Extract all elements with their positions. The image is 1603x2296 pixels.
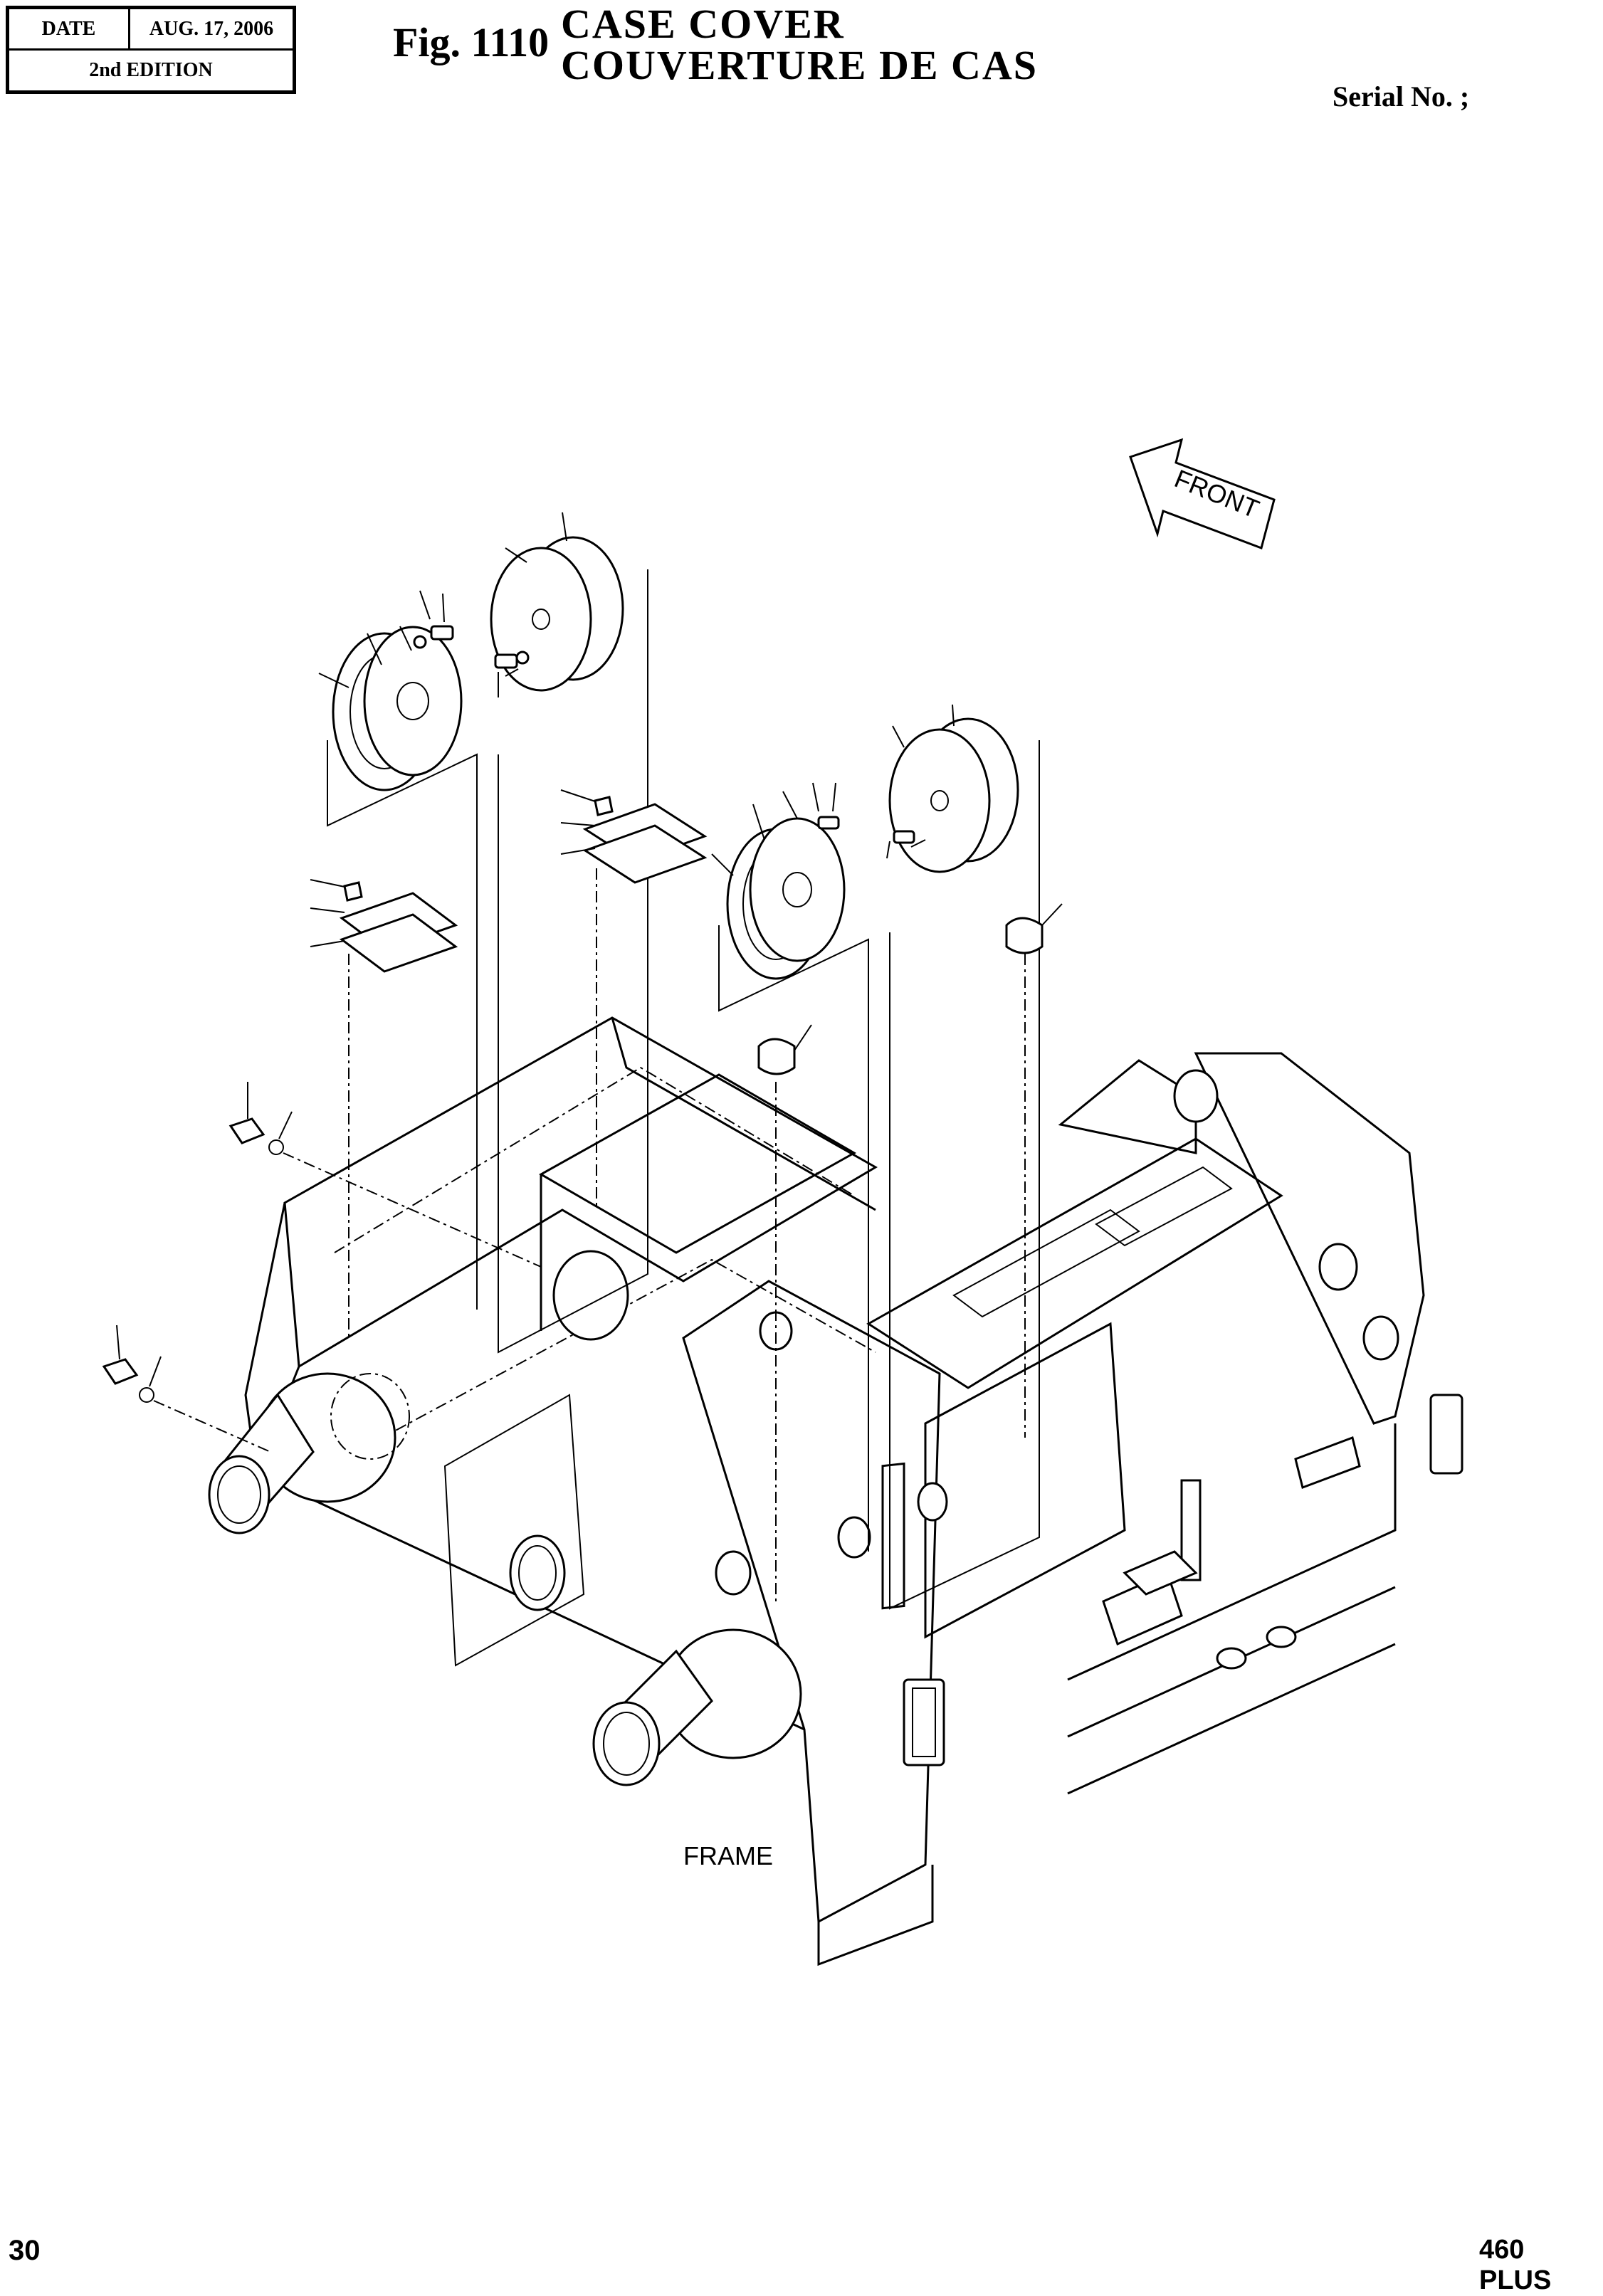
title-english: CASE COVER [561, 1, 845, 47]
serial-number-label: Serial No. ; [1333, 80, 1470, 112]
drain-plug-group [102, 917, 1044, 1601]
model-name: 460 PLUS [1479, 2235, 1552, 2295]
edition-label: 2nd EDITION [89, 59, 213, 81]
flange-group-right [718, 717, 1040, 1610]
frame-label: FRAME [683, 1841, 773, 1870]
date-label: DATE [9, 9, 130, 51]
flange-group-left [327, 536, 648, 1354]
figure-number: Fig. 1110 [393, 19, 550, 65]
page-number: 30 [9, 2235, 41, 2266]
date-edition-box: DATE AUG. 17, 2006 2nd EDITION [6, 6, 296, 94]
cover-plate-group [339, 796, 708, 1338]
leader-lines [116, 512, 1063, 1387]
front-arrow: FRONT [1129, 438, 1276, 549]
frame-body: FRAME [208, 1016, 1463, 1966]
date-value: AUG. 17, 2006 [130, 9, 293, 51]
title-french: COUVERTURE DE CAS [561, 42, 1039, 88]
